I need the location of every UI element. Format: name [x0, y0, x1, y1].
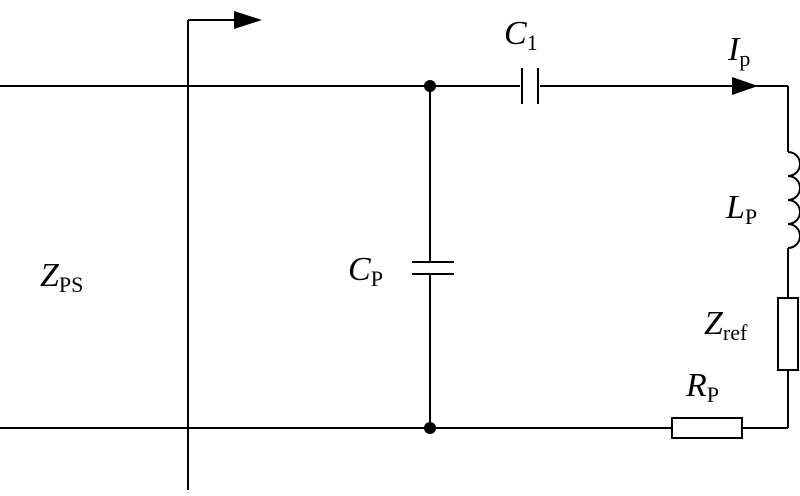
- label-rp: RP: [685, 367, 719, 407]
- label-ip: Ip: [727, 31, 750, 71]
- junction-dot-top: [424, 80, 436, 92]
- resistor-rp: [671, 417, 743, 439]
- impedance-zref: [777, 297, 799, 371]
- label-c1: C1: [504, 15, 538, 55]
- inductor-lp: [787, 151, 800, 249]
- label-zref: Zref: [704, 305, 748, 345]
- capacitor-c1: [521, 68, 539, 104]
- junction-dot-bottom: [424, 422, 436, 434]
- current-arrow-ip: [732, 77, 758, 95]
- reference-plane-arrow-icon: [234, 11, 262, 29]
- capacitor-cp: [412, 261, 454, 275]
- label-zps: ZPS: [40, 257, 83, 297]
- label-lp: LP: [725, 189, 757, 229]
- label-cp: CP: [348, 251, 383, 291]
